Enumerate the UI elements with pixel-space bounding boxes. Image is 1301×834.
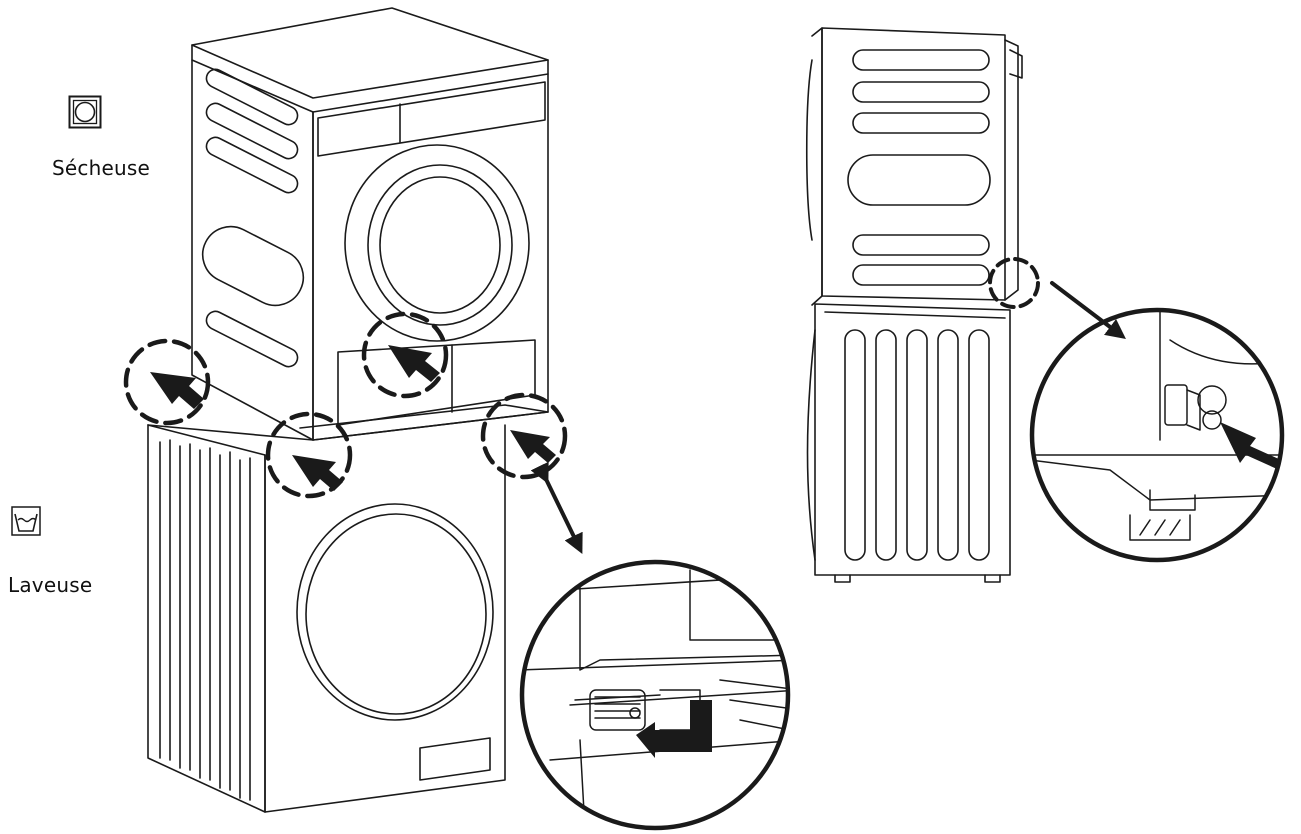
dryer-care-symbol-icon: [68, 95, 102, 129]
arrow-icon: [1220, 422, 1281, 469]
dashed-callout-circle: [988, 257, 1040, 309]
arrow-icon: [150, 372, 204, 409]
washer-unit-right: [806, 303, 1011, 583]
arrow-icon: [636, 700, 712, 758]
detail-circle-right: [1029, 307, 1285, 563]
arrow-icon: [530, 461, 583, 554]
washing-care-symbol-icon: [11, 506, 41, 536]
arrow-icon: [1050, 281, 1126, 340]
washer-unit-left: [147, 404, 549, 813]
arrow-icon: [510, 430, 556, 463]
dashed-callout-circle: [123, 311, 568, 499]
arrow-icon: [388, 345, 440, 382]
arrow-icon: [292, 455, 343, 491]
detail-circle-left: [519, 559, 791, 831]
dryer-unit-right: [805, 27, 1023, 306]
washer-label: Laveuse: [8, 573, 93, 597]
dryer-label: Sécheuse: [52, 156, 150, 180]
